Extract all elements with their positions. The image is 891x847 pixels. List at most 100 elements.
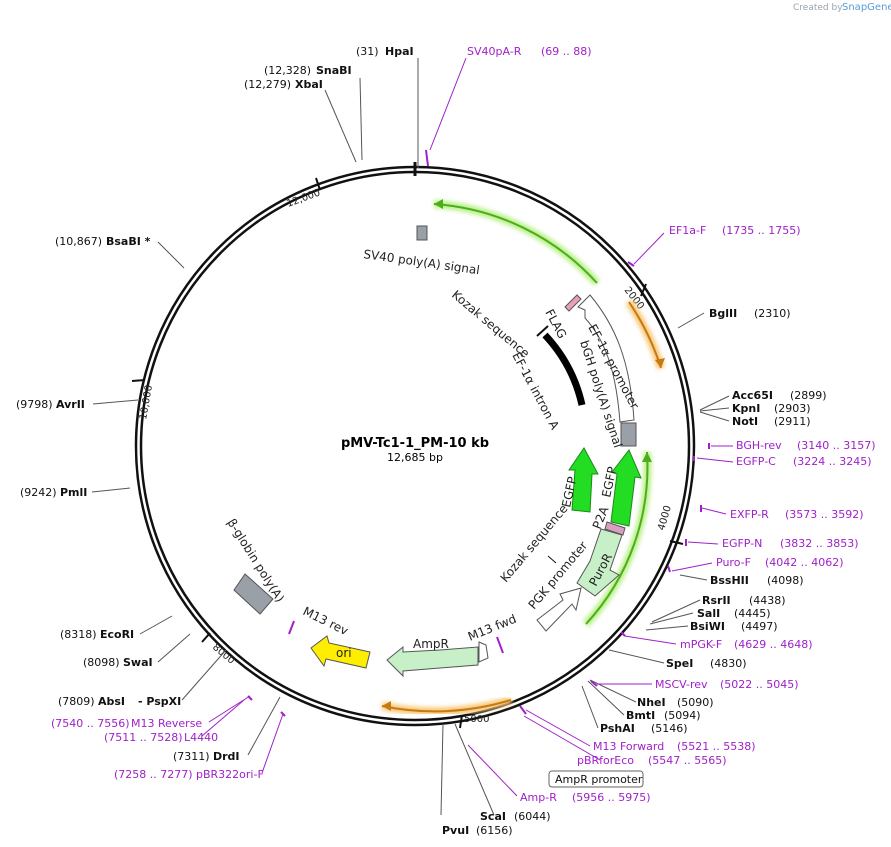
- site-name: AbsI: [98, 695, 125, 708]
- tick-mark: [459, 714, 463, 729]
- p2a-box: [604, 521, 626, 536]
- site-pos: (4098): [767, 574, 804, 587]
- site-pos: (10,867): [55, 235, 102, 248]
- credit-brand: SnapGene: [842, 2, 891, 13]
- primer-leader-egfp-c: [696, 457, 734, 463]
- leader-avrii: [92, 399, 139, 405]
- ampr-arrow: [386, 645, 479, 678]
- primer-range: (5022 .. 5045): [720, 678, 799, 691]
- tick-mark: [669, 540, 684, 545]
- leader-scai: [454, 723, 495, 816]
- bgh-polya-box: [620, 422, 637, 447]
- site-labels: (31) HpaI (12,328) SnaBI (12,279) XbaI (…: [16, 45, 827, 837]
- leader-rsrii: [651, 599, 701, 623]
- feature-ampr: AmpR: [413, 637, 449, 651]
- primer-name: EGFP-C: [736, 455, 776, 468]
- egfp-arrow-2: [610, 449, 642, 527]
- beta-globin-box: [233, 573, 274, 615]
- site-pos: (7809): [58, 695, 95, 708]
- leader-absi: [181, 649, 227, 701]
- primer-name: M13 Reverse: [131, 717, 202, 730]
- site-name: BmtI: [626, 709, 655, 722]
- m13-rev-mark: [288, 620, 295, 635]
- primer-range: (3140 .. 3157): [797, 439, 876, 452]
- primer-range: (4042 .. 4062): [765, 556, 844, 569]
- site-pos: (2310): [754, 307, 791, 320]
- primer-leader-mpgk-f: [624, 635, 677, 645]
- tick-mark: [131, 379, 146, 382]
- m13-fwd-box: [478, 641, 489, 663]
- site-pos: (4445): [734, 607, 771, 620]
- site-pos: (9798): [16, 398, 53, 411]
- site-pos: (7311): [173, 750, 210, 763]
- sv40-polya-box: [416, 225, 428, 241]
- primer-name: EF1a-F: [669, 224, 706, 237]
- site-name: SpeI: [666, 657, 693, 670]
- feature-kozak-top: Kozak sequence: [449, 288, 532, 361]
- credit-prefix: Created by: [793, 3, 843, 13]
- leader-sali: [649, 612, 694, 625]
- orf-arcs: [381, 199, 665, 716]
- leader-ecori: [139, 615, 173, 635]
- primer-range: (1735 .. 1755): [722, 224, 801, 237]
- site-name: NheI: [637, 696, 666, 709]
- primer-range: (4629 .. 4648): [734, 638, 813, 651]
- primer-mark-m13-reverse: [247, 695, 253, 701]
- site-name: AvrII: [56, 398, 85, 411]
- primer-range: (3573 .. 3592): [785, 508, 864, 521]
- feature-ori: ori: [336, 646, 352, 660]
- primer-range: (69 .. 88): [541, 45, 592, 58]
- primer-name: Amp-R: [520, 791, 557, 804]
- puror-arrow: [576, 528, 623, 597]
- credit: Created by SnapGene: [793, 2, 891, 13]
- primer-leader-pbrforeco: [523, 715, 601, 761]
- primer-name: pBRforEco: [577, 754, 634, 767]
- leader-pvui: [440, 723, 444, 816]
- site-name: DrdI: [213, 750, 240, 763]
- site-pos: (9242): [20, 486, 57, 499]
- feature-ef1a-intron: EF-1α intron A: [509, 350, 562, 433]
- plasmid-size: 12,685 bp: [387, 451, 443, 464]
- primer-mark-mscv-rev: [590, 680, 598, 687]
- orf-arc-bottom: [381, 699, 512, 713]
- site-name: PshAI: [600, 722, 635, 735]
- feature-egfp-1: EGFP: [559, 475, 579, 508]
- plasmid-name: pMV-Tc1-1_PM-10 kb: [341, 436, 489, 451]
- primer-leader-exfp-r: [701, 507, 727, 515]
- tick-mark: [315, 177, 321, 191]
- primer-name: M13 Forward: [593, 740, 664, 753]
- leader-noti: [699, 411, 730, 422]
- leader-pshai: [581, 685, 599, 729]
- primer-leader-amp-r: [467, 744, 518, 797]
- kozak-mid-mark: [547, 555, 557, 564]
- leader-bsiwi: [645, 625, 689, 631]
- orf-arc-arrowhead: [434, 199, 443, 209]
- primer-range: (7511 .. 7528): [104, 731, 183, 744]
- leader-nhei: [589, 679, 637, 703]
- primer-name: EXFP-R: [730, 508, 769, 521]
- primer-leader-m13-forward: [525, 709, 591, 747]
- site-name: SwaI: [123, 656, 153, 669]
- site-name: BssHII: [710, 574, 749, 587]
- leader-kpni: [699, 407, 730, 412]
- site-pos: (8318): [60, 628, 97, 641]
- site-name: PvuI: [442, 824, 469, 837]
- primer-leaders: [201, 57, 734, 797]
- site-name: BsaBI *: [106, 235, 151, 248]
- ef1a-intron-bar: [542, 332, 586, 406]
- primer-range: (7540 .. 7556): [51, 717, 130, 730]
- site-name: Acc65I: [732, 389, 773, 402]
- primer-name: L4440: [184, 731, 218, 744]
- orf-arc-glow: [625, 299, 665, 370]
- site-pos: (2903): [774, 402, 811, 415]
- feature-m13-rev: M13 rev: [301, 604, 351, 638]
- orf-arc-right: [585, 451, 649, 625]
- primer-mark-pbr322ori-f: [280, 711, 286, 717]
- feature-m13-fwd: M13 fwd: [466, 612, 518, 644]
- primer-name: SV40pA-R: [467, 45, 522, 58]
- egfp-arrow-1: [568, 447, 599, 513]
- feature-sv40-polya: SV40 poly(A) signal: [363, 247, 481, 277]
- leader-pmli: [91, 487, 131, 493]
- primer-leader-sv40pa-r: [429, 57, 467, 151]
